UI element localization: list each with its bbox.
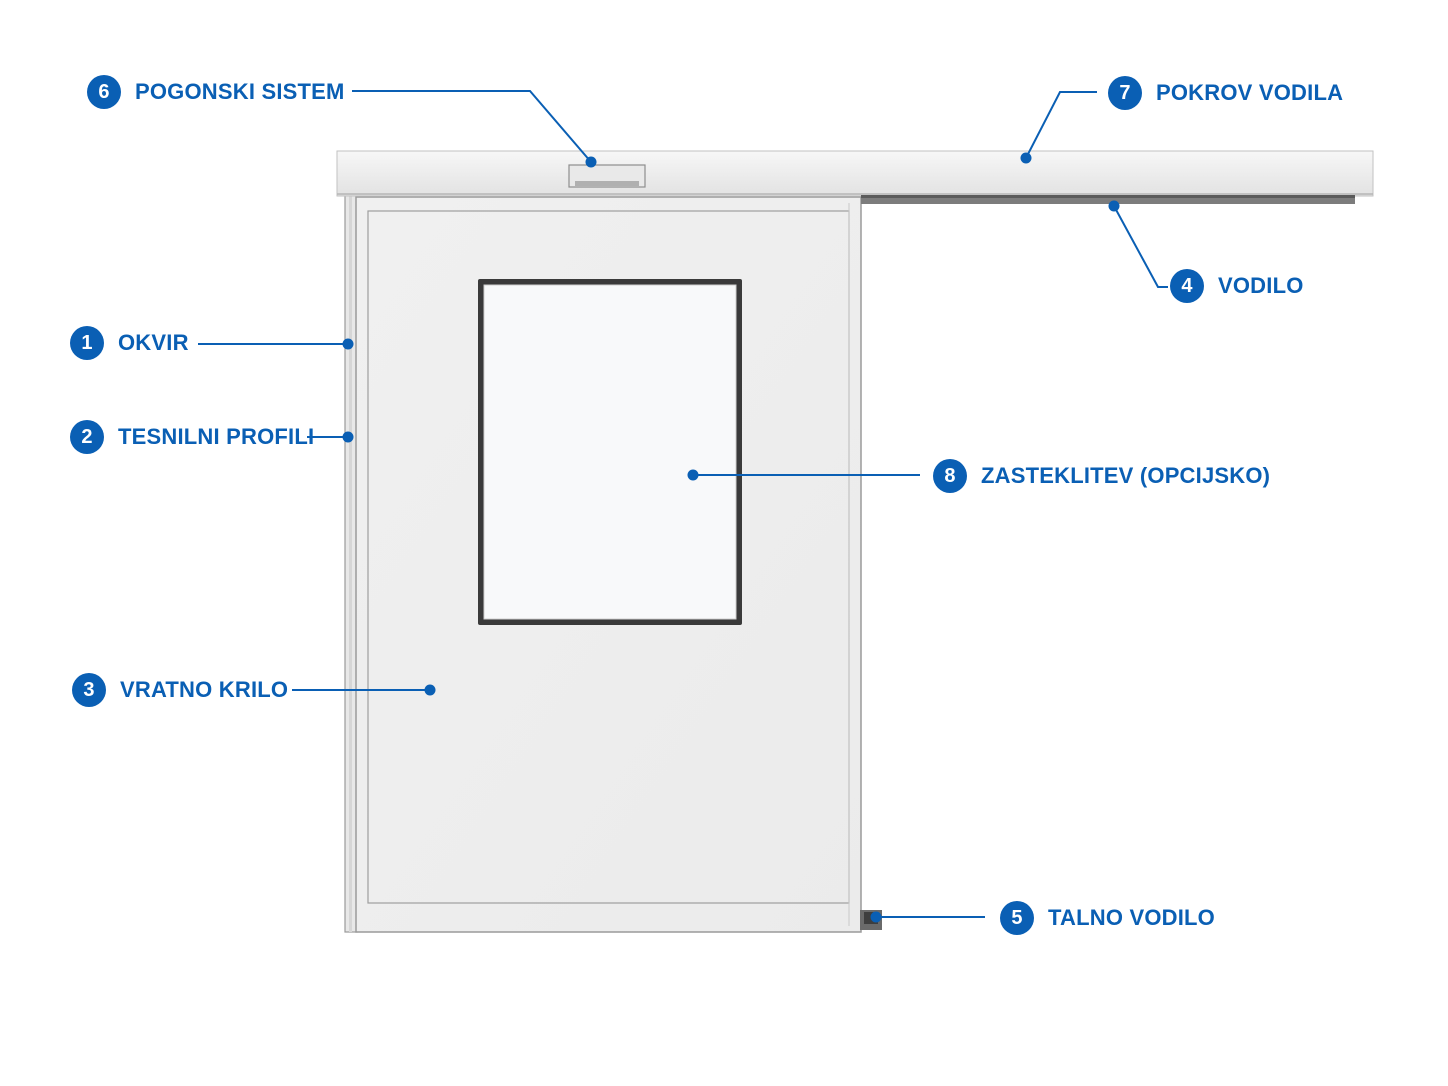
callout-text: TALNO VODILO <box>1048 905 1215 930</box>
callout-zasteklitev: 8 ZASTEKLITEV (OPCIJSKO) <box>933 459 1270 493</box>
callout-vratno-krilo: 3 VRATNO KRILO <box>72 673 288 707</box>
callout-text: POKROV VODILA <box>1156 80 1344 105</box>
door-frame <box>344 194 358 933</box>
callout-dot-pogonski-sistem <box>585 156 597 168</box>
callout-dot-talno-vodilo <box>870 911 882 923</box>
callout-text: VODILO <box>1218 273 1304 298</box>
callout-dot-zasteklitev <box>687 469 699 481</box>
drive-unit <box>568 164 646 188</box>
callout-text: OKVIR <box>118 330 189 355</box>
callout-dot-vratno-krilo <box>424 684 436 696</box>
leader-line-vodilo <box>1113 205 1168 288</box>
callout-number-badge: 2 <box>70 420 104 454</box>
callout-dot-vodilo <box>1108 200 1120 212</box>
callout-number-badge: 7 <box>1108 76 1142 110</box>
callout-number-badge: 1 <box>70 326 104 360</box>
leader-line-pogonski-sistem <box>352 90 592 163</box>
leader-line-pokrov-vodila <box>1025 91 1097 159</box>
callout-text: TESNILNI PROFILI <box>118 424 315 449</box>
callout-text: POGONSKI SISTEM <box>135 79 345 104</box>
callout-number-badge: 5 <box>1000 901 1034 935</box>
callout-dot-tesnilni-profili <box>342 431 354 443</box>
leader-lines <box>198 90 1168 923</box>
callout-number-badge: 6 <box>87 75 121 109</box>
callout-pogonski-sistem: 6 POGONSKI SISTEM <box>87 75 345 109</box>
callout-talno-vodilo: 5 TALNO VODILO <box>1000 901 1215 935</box>
callout-number-badge: 4 <box>1170 269 1204 303</box>
callout-tesnilni-profili: 2 TESNILNI PROFILI <box>70 420 314 454</box>
callout-text: VRATNO KRILO <box>120 677 289 702</box>
callout-text: ZASTEKLITEV (OPCIJSKO) <box>981 463 1271 488</box>
callout-number-badge: 8 <box>933 459 967 493</box>
callout-pokrov-vodila: 7 POKROV VODILA <box>1108 76 1343 110</box>
callout-vodilo: 4 VODILO <box>1170 269 1304 303</box>
callout-okvir: 1 OKVIR <box>70 326 189 360</box>
track-cover <box>336 150 1374 197</box>
callout-dot-okvir <box>342 338 354 350</box>
rail <box>861 195 1355 204</box>
door-window <box>478 279 742 625</box>
callout-dot-pokrov-vodila <box>1020 152 1032 164</box>
callout-number-badge: 3 <box>72 673 106 707</box>
